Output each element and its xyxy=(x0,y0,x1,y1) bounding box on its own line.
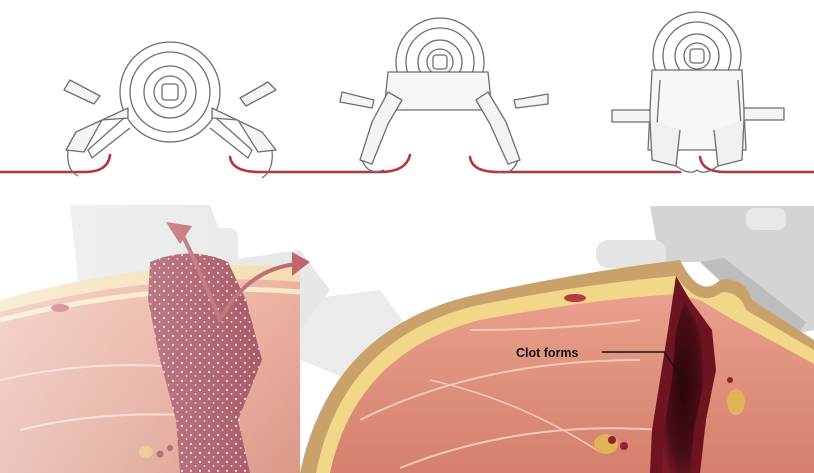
device-closing xyxy=(340,18,548,173)
tissue-panel-clot xyxy=(300,206,814,473)
tissue-panel-bleeding xyxy=(0,200,330,473)
clot-forms-label: Clot forms xyxy=(516,346,579,360)
device-open xyxy=(64,42,276,178)
skin-line xyxy=(0,155,814,172)
device-closed xyxy=(612,12,784,172)
device-diagram-row xyxy=(0,12,814,178)
